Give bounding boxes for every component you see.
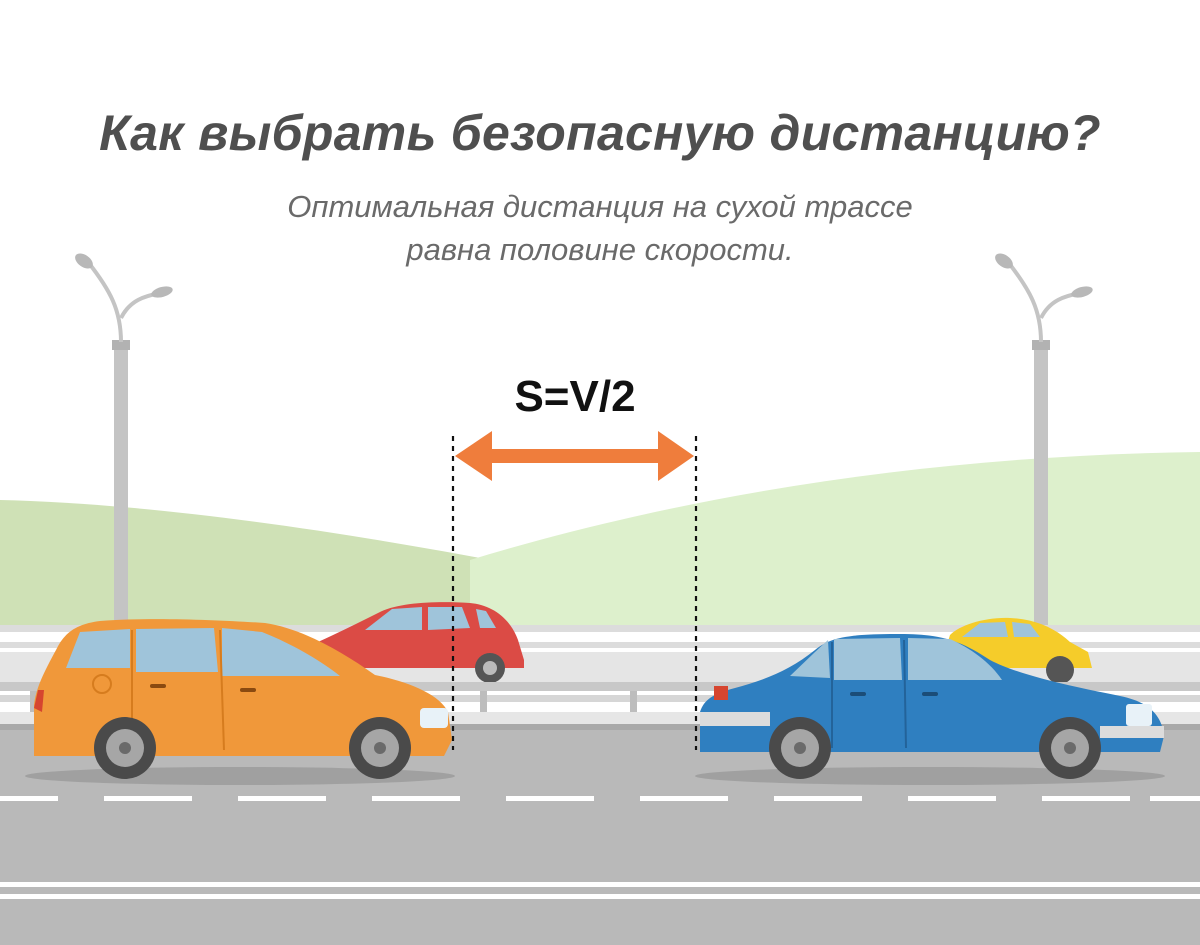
subtitle-line-1: Оптимальная дистанция на сухой трассе xyxy=(287,189,913,224)
street-lamp-right xyxy=(995,253,1093,675)
hill-right xyxy=(470,452,1200,625)
distance-formula: S=V/2 xyxy=(514,372,636,421)
orange-minivan xyxy=(34,619,452,779)
road xyxy=(0,724,1200,945)
subtitle-line-2: равна половине скорости. xyxy=(406,232,794,267)
street-lamp-left xyxy=(75,253,173,630)
blue-car-shadow xyxy=(695,767,1165,785)
distance-arrow xyxy=(455,431,694,481)
red-car xyxy=(308,602,524,683)
blue-sedan xyxy=(700,634,1164,779)
page-title: Как выбрать безопасную дистанцию? xyxy=(99,105,1101,161)
